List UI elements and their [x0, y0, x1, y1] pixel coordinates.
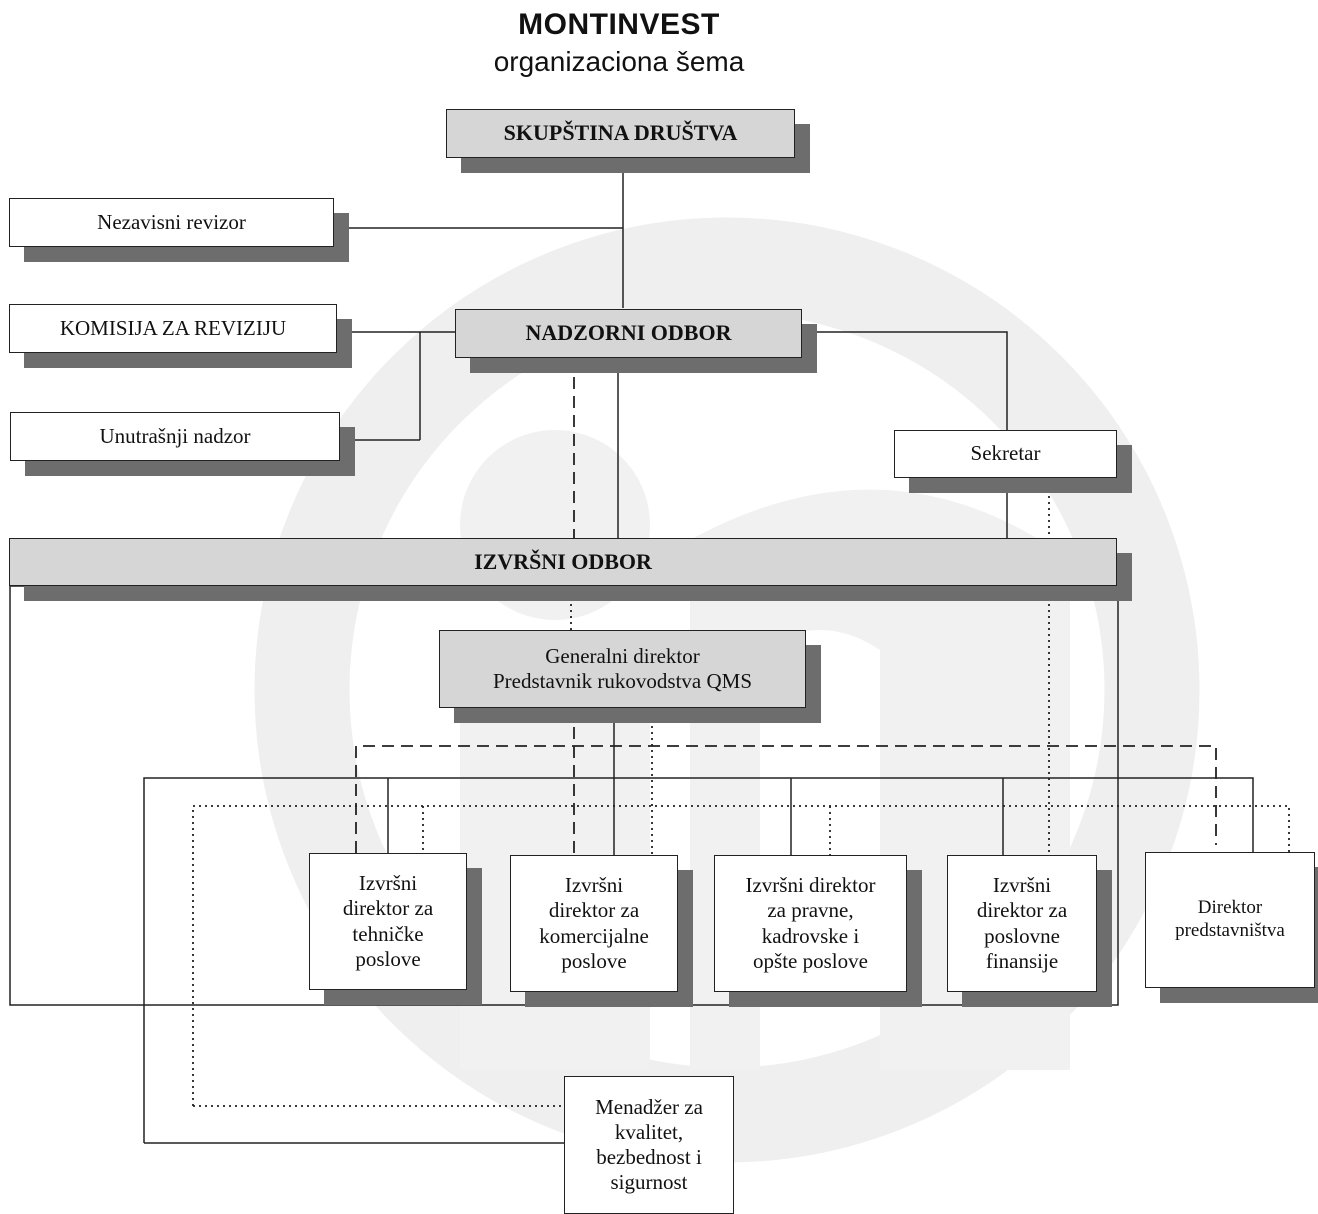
node-generalni-direktor: Generalni direktor Predstavnik rukovodst… [439, 630, 806, 708]
solid-connectors [9, 158, 1254, 1144]
node-sekretar: Sekretar [894, 430, 1117, 478]
dotted-connectors [192, 478, 1290, 1107]
node-izvrsni-odbor: IZVRŠNI ODBOR [9, 538, 1117, 586]
node-skupstina: SKUPŠTINA DRUŠTVA [446, 109, 795, 158]
node-nezavisni-revizor: Nezavisni revizor [9, 198, 334, 247]
watermark-dot [460, 430, 650, 620]
node-dir-finansije: Izvršni direktor za poslovne finansije [947, 855, 1097, 992]
izvrsni-odbor-frame [9, 585, 1119, 1006]
node-dir-komercijalni: Izvršni direktor za komercijalne poslove [510, 855, 678, 992]
dash-bus [355, 745, 1217, 853]
node-komisija: KOMISIJA ZA REVIZIJU [9, 304, 337, 353]
dot-bus [192, 805, 1290, 1106]
page-subtitle: organizaciona šema [493, 46, 745, 77]
node-menadzer-kvalitet: Menadžer za kvalitet, bezbednost i sigur… [564, 1076, 734, 1214]
node-unutrasnji-nadzor: Unutrašnji nadzor [10, 412, 340, 461]
node-dir-tehnicki: Izvršni direktor za tehničke poslove [309, 853, 467, 990]
directors-bus [143, 777, 1254, 1143]
node-nadzorni-odbor: NADZORNI ODBOR [455, 309, 802, 358]
connector-nadzorni-sekretar [802, 331, 1008, 430]
page-title: MONTINVEST [518, 8, 720, 41]
dashed-connectors [355, 358, 1217, 855]
node-dir-pravni: Izvršni direktor za pravne, kadrovske i … [714, 855, 907, 992]
node-dir-predstavnistvo: Direktor predstavništva [1145, 852, 1315, 988]
